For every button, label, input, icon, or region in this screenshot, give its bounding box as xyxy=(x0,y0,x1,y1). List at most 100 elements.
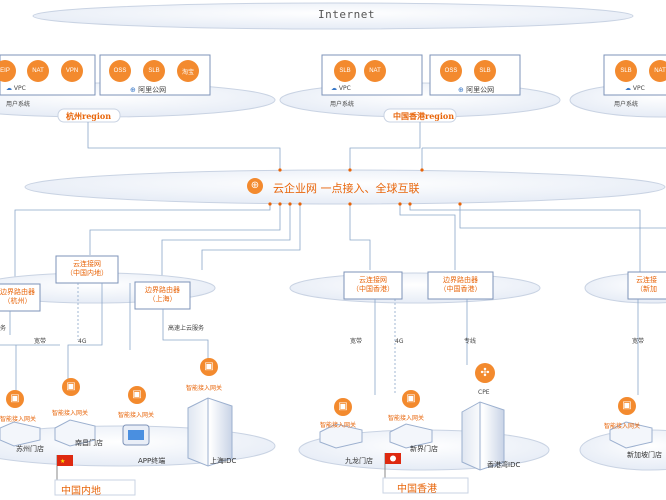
gateway-icon: ▣ xyxy=(334,398,352,416)
gateway-label: 智能接入网关 xyxy=(52,410,89,417)
service-slb-icon: SLB xyxy=(143,60,165,82)
cloud-icon: ☁ xyxy=(331,85,337,92)
gateway-label: 智能接入网关 xyxy=(0,416,37,423)
public-label-hk: ⊕ 阿里公网 xyxy=(458,86,495,94)
site-nanchang: 南昌门店 xyxy=(75,439,103,447)
service-nat-icon: NAT xyxy=(27,60,49,82)
service-label: 淘宝 xyxy=(181,69,194,76)
service-label: EIP xyxy=(0,68,10,74)
link-broadband-sg: 宽带 xyxy=(632,338,645,345)
gateway-label: 智能接入网关 xyxy=(388,415,425,422)
service-nat-icon: NAT xyxy=(364,60,386,82)
vpc-label-3: ☁ VPC xyxy=(625,85,645,92)
service-vpn-icon: VPN xyxy=(61,60,83,82)
box-edge-hz xyxy=(0,283,41,312)
site-connectors xyxy=(0,283,639,395)
gateway-icon: ▣ xyxy=(62,378,80,396)
cpe-icon: ✣ xyxy=(475,363,495,383)
service-淘宝-icon: 淘宝 xyxy=(177,60,199,82)
box-cloudnet-sg xyxy=(627,271,666,300)
link-broadband-mainland: 宽带 xyxy=(34,338,47,345)
cloudnet-mainland-label: 云连接网（中国内地） xyxy=(66,260,108,277)
hub-label: 云企业网 一点接入、全球互联 xyxy=(273,182,420,195)
service-slb-icon: SLB xyxy=(334,60,356,82)
service-oss-icon: OSS xyxy=(440,60,462,82)
gateway-label: 智能接入网关 xyxy=(604,423,641,430)
site-hk-idc: 香港湾IDC xyxy=(487,461,521,469)
box-cloudnet-hk xyxy=(343,271,403,300)
site-new-territories: 新界门店 xyxy=(410,445,438,453)
cloudnet-sg-label: 云连接（新加 xyxy=(636,276,657,293)
box-edge-hk xyxy=(427,271,494,300)
site-app: APP终端 xyxy=(138,457,166,465)
vpc-label-hk: ☁ VPC xyxy=(331,85,351,92)
gateway-icon: ▣ xyxy=(402,390,420,408)
country-bar-mainland xyxy=(54,479,136,496)
country-hongkong: 中国香港 xyxy=(397,484,437,495)
service-label: OSS xyxy=(444,68,458,74)
user-system-hz: 用户系统 xyxy=(6,101,31,108)
hub-icon: ⊕ xyxy=(247,178,263,194)
globe-icon: ⊕ xyxy=(458,86,464,94)
public-label-hz: ⊕ 阿里公网 xyxy=(130,86,167,94)
region-pill-hz xyxy=(57,108,121,123)
user-system-3: 用户系统 xyxy=(614,101,639,108)
cloud-icon: ☁ xyxy=(6,85,12,92)
gateway-label: 智能接入网关 xyxy=(320,422,357,429)
store-boxes xyxy=(0,419,653,449)
service-label: SLB xyxy=(148,68,160,74)
hub-ellipse xyxy=(24,169,666,205)
link-leased-hk: 专线 xyxy=(464,338,477,345)
cpe-label: CPE xyxy=(478,389,490,396)
internet-title: Internet xyxy=(318,8,375,21)
service-label: NAT xyxy=(654,68,666,74)
edge-hk-label: 边界路由器（中国香港） xyxy=(439,276,482,293)
service-label: SLB xyxy=(339,68,351,74)
service-nat-icon: NAT xyxy=(649,60,666,82)
region-name-hk: 中国香港region xyxy=(393,111,455,121)
service-label: NAT xyxy=(369,68,381,74)
country-bar-hongkong xyxy=(382,477,469,494)
box-edge-sh xyxy=(134,281,191,310)
service-slb-icon: SLB xyxy=(474,60,496,82)
link-partial-mainland: 务 xyxy=(0,325,7,332)
service-label: SLB xyxy=(479,68,491,74)
region-name-hz: 杭州region xyxy=(66,111,112,121)
building-hk-idc xyxy=(461,401,505,471)
vpc-label-hz: ☁ VPC xyxy=(6,85,26,92)
link-fast-mainland: 高速上云服务 xyxy=(168,325,205,332)
service-slb-icon: SLB xyxy=(615,60,637,82)
service-label: VPN xyxy=(65,68,79,74)
service-label: OSS xyxy=(113,68,127,74)
gateway-label: 智能接入网关 xyxy=(186,385,223,392)
cloud-icon: ☁ xyxy=(625,85,631,92)
app-terminal-device xyxy=(122,424,150,446)
site-shanghai-idc: 上海IDC xyxy=(210,457,237,465)
edge-sh-label: 边界路由器（上海） xyxy=(145,286,180,303)
link-broadband-hk: 宽带 xyxy=(350,338,363,345)
gateway-label: 智能接入网关 xyxy=(118,412,155,419)
link-4g-hk: 4G xyxy=(395,338,404,345)
site-suzhou: 苏州门店 xyxy=(16,445,44,453)
service-label: SLB xyxy=(620,68,632,74)
gateway-icon: ▣ xyxy=(6,390,24,408)
link-4g-mainland: 4G xyxy=(78,338,87,345)
globe-icon: ⊕ xyxy=(130,86,136,94)
gateway-icon: ▣ xyxy=(200,358,218,376)
edge-hz-label: 边界路由器（杭州） xyxy=(0,288,35,305)
country-mainland: 中国内地 xyxy=(61,486,101,497)
gateway-icon: ▣ xyxy=(128,386,146,404)
service-label: NAT xyxy=(32,68,44,74)
cloudnet-hk-label: 云连接网（中国香港） xyxy=(352,276,394,293)
lower-connectors xyxy=(14,204,666,282)
site-kowloon: 九龙门店 xyxy=(345,457,373,465)
box-cloudnet-mainland xyxy=(55,255,119,284)
hub-port-dots xyxy=(268,168,462,206)
svg-text:★: ★ xyxy=(60,458,65,465)
top-connectors xyxy=(87,122,666,170)
gateway-icon: ▣ xyxy=(618,397,636,415)
service-oss-icon: OSS xyxy=(109,60,131,82)
site-singapore: 新加坡门店 xyxy=(627,451,662,459)
service-eip-icon: EIP xyxy=(0,60,16,82)
